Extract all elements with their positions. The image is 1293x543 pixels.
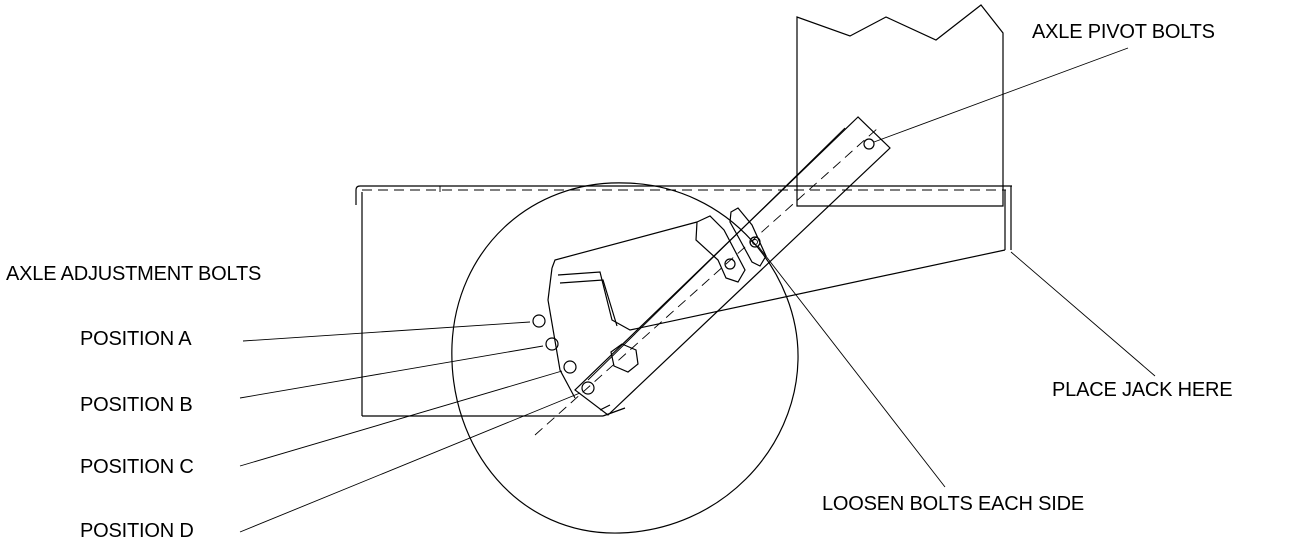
leader-loosen-bolts bbox=[757, 245, 946, 488]
label-axle-pivot-bolts: AXLE PIVOT BOLTS bbox=[1032, 21, 1215, 43]
clamp-bolt-circle-2-inner bbox=[752, 239, 758, 245]
upright-post bbox=[796, 4, 1004, 207]
hole-position-d bbox=[581, 381, 595, 395]
clamp-bolt-circle bbox=[724, 258, 736, 270]
label-place-jack-here: PLACE JACK HERE bbox=[1052, 379, 1233, 401]
hex-nut bbox=[610, 343, 639, 373]
clamp-plates bbox=[695, 207, 767, 283]
pivot-bolt-circle bbox=[863, 138, 875, 150]
wheel-circle bbox=[451, 182, 799, 534]
leader-position-d bbox=[239, 392, 581, 533]
leader-position-c bbox=[239, 370, 563, 467]
label-loosen-bolts-each-side: LOOSEN BOLTS EACH SIDE bbox=[822, 493, 1084, 515]
leader-axle-pivot bbox=[873, 47, 1129, 143]
axle-arm bbox=[534, 116, 891, 436]
hole-position-b bbox=[545, 337, 559, 351]
leader-place-jack bbox=[1010, 251, 1156, 377]
label-position-b: POSITION B bbox=[80, 394, 193, 416]
label-position-d: POSITION D bbox=[80, 520, 194, 542]
label-axle-adjustment-bolts: AXLE ADJUSTMENT BOLTS bbox=[6, 263, 262, 285]
leader-lines bbox=[239, 47, 1156, 533]
label-position-c: POSITION C bbox=[80, 456, 194, 478]
leader-position-b bbox=[239, 345, 544, 399]
adjustment-holes bbox=[532, 314, 595, 395]
adjustment-bracket bbox=[547, 221, 1006, 417]
label-position-a: POSITION A bbox=[80, 328, 192, 350]
clamp-bolt-circle-2 bbox=[749, 236, 761, 248]
leader-position-a bbox=[242, 321, 531, 342]
frame-rail bbox=[355, 185, 1012, 417]
hole-position-c bbox=[563, 360, 577, 374]
hole-position-a bbox=[532, 314, 546, 328]
